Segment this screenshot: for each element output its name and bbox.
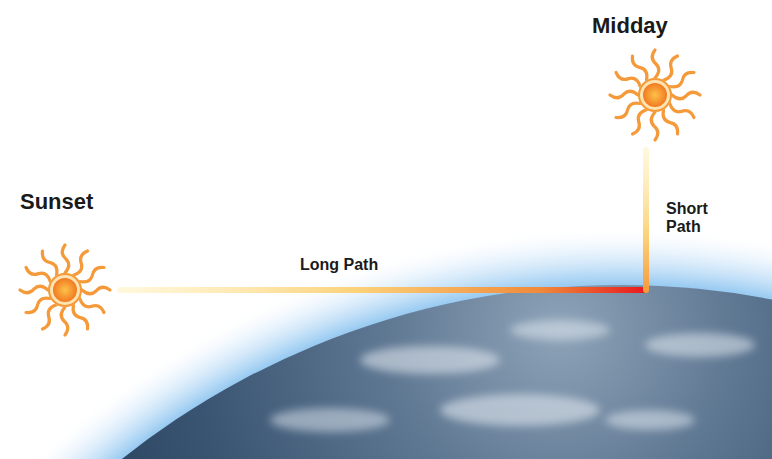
sun-ray (78, 265, 106, 285)
sun-ray (614, 100, 642, 120)
sun-ring (49, 274, 81, 306)
sun-ray (78, 296, 106, 316)
label-text: Midday (592, 14, 668, 38)
sun-halo (48, 273, 82, 307)
earth (0, 285, 772, 459)
short-path-line (643, 150, 649, 290)
sun-core (643, 83, 667, 107)
sun-ray (629, 108, 649, 136)
sun-core (53, 278, 77, 302)
sun-ray (672, 92, 700, 99)
label-text: Long Path (300, 256, 378, 274)
sun-ray (615, 69, 643, 89)
sun-ray (661, 55, 681, 83)
sun-ray (630, 54, 650, 82)
sun-ring (639, 79, 671, 111)
sun-ray (652, 50, 659, 78)
sun-ray (668, 101, 696, 121)
sun-ray (668, 70, 696, 90)
sun-icon (20, 245, 110, 335)
clouds (270, 320, 755, 432)
sun-ray (62, 245, 69, 273)
sun-ray (20, 286, 48, 293)
sun-icon (610, 50, 700, 140)
atmosphere-glow (0, 225, 772, 459)
sun-halo (638, 78, 672, 112)
sun-ray (70, 303, 90, 331)
sun-ray (24, 295, 52, 315)
sun-ray (25, 264, 53, 284)
sun-ray (61, 307, 68, 335)
label-text: Sunset (20, 190, 93, 214)
long-path-line (120, 287, 645, 293)
sun-ray (39, 303, 59, 331)
sun-ray (40, 249, 60, 277)
sun-ray (71, 250, 91, 278)
sun-ray (610, 91, 638, 98)
sun-ray (660, 108, 680, 136)
label-text: Short Path (666, 200, 716, 235)
sun-ray (82, 287, 110, 294)
sun-ray (651, 112, 658, 140)
